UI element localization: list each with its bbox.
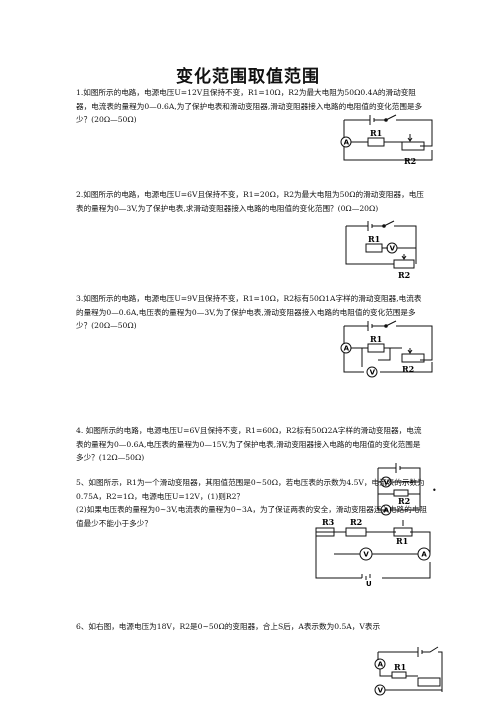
r2-label: R2 [350, 517, 362, 527]
r2-label: R2 [404, 156, 416, 166]
ammeter-label: A [421, 551, 427, 559]
r1-label: R1 [368, 234, 380, 244]
voltmeter-label: V [390, 245, 396, 253]
question-6: 6、如右图，电源电压为18V，R2是0~50Ω的变阻器，合上S后，A表示数为0.… [76, 622, 381, 631]
r1-label: R1 [396, 536, 408, 546]
question-5-part-1: 5、如图所示，R1为一个滑动变阻器，其阻值范围是0~50Ω，若电压表的示数为4.… [76, 478, 425, 501]
voltmeter-label: V [363, 551, 369, 559]
r2-label: R2 [398, 496, 410, 506]
circuit-6: A V R1 [368, 642, 448, 700]
r1-label: R1 [370, 334, 382, 344]
question-2: 2.如图所示的电路，电源电压U=6V且保持不变，R1=20Ω，R2为最大电阻为5… [76, 190, 424, 213]
ammeter-label: A [344, 345, 350, 353]
circuit-3: A V R1 R2 [340, 320, 440, 382]
r1-label: R1 [370, 128, 382, 138]
question-5-part-2: (2)如果电压表的量程为0~3V,电流表的量程为0~3A，为了保证两表的安全，滑… [76, 505, 428, 528]
r1-label: R1 [394, 662, 406, 672]
circuit-1: A R1 R2 [340, 112, 440, 168]
voltmeter-label: V [370, 369, 376, 377]
question-5: 5、如图所示，R1为一个滑动变阻器，其阻值范围是0~50Ω，若电压表的示数为4.… [76, 476, 428, 530]
ammeter-label: A [378, 661, 384, 669]
source-label: U [366, 580, 372, 588]
ammeter-label: A [344, 139, 350, 147]
circuit-4: V A R2 [372, 460, 432, 526]
marker: • [432, 486, 437, 495]
r3-label: R3 [322, 517, 335, 527]
circuit-2: V R1 R2 [340, 218, 440, 280]
page-title: 变化范围取值范围 [176, 67, 320, 87]
question-3: 3.如图所示的电路，电源电压U=9V且保持不变，R1=10Ω，R2标有50Ω1A… [76, 294, 422, 331]
circuit-5: R3 R2 R1 V A U [306, 514, 436, 588]
r2-label: R2 [398, 270, 410, 280]
ammeter-label: A [384, 507, 390, 515]
r2-label: R2 [402, 364, 414, 374]
question-1: 1.如图所示的电路，电源电压U=12V且保持不变，R1=10Ω，R2为最大电阻为… [76, 88, 423, 125]
voltmeter-label: V [378, 687, 384, 695]
voltmeter-label: V [384, 479, 390, 487]
question-4: 4. 如图所示的电路，电源电压U=6V且保持不变，R1=60Ω，R2标有50Ω2… [76, 426, 422, 463]
